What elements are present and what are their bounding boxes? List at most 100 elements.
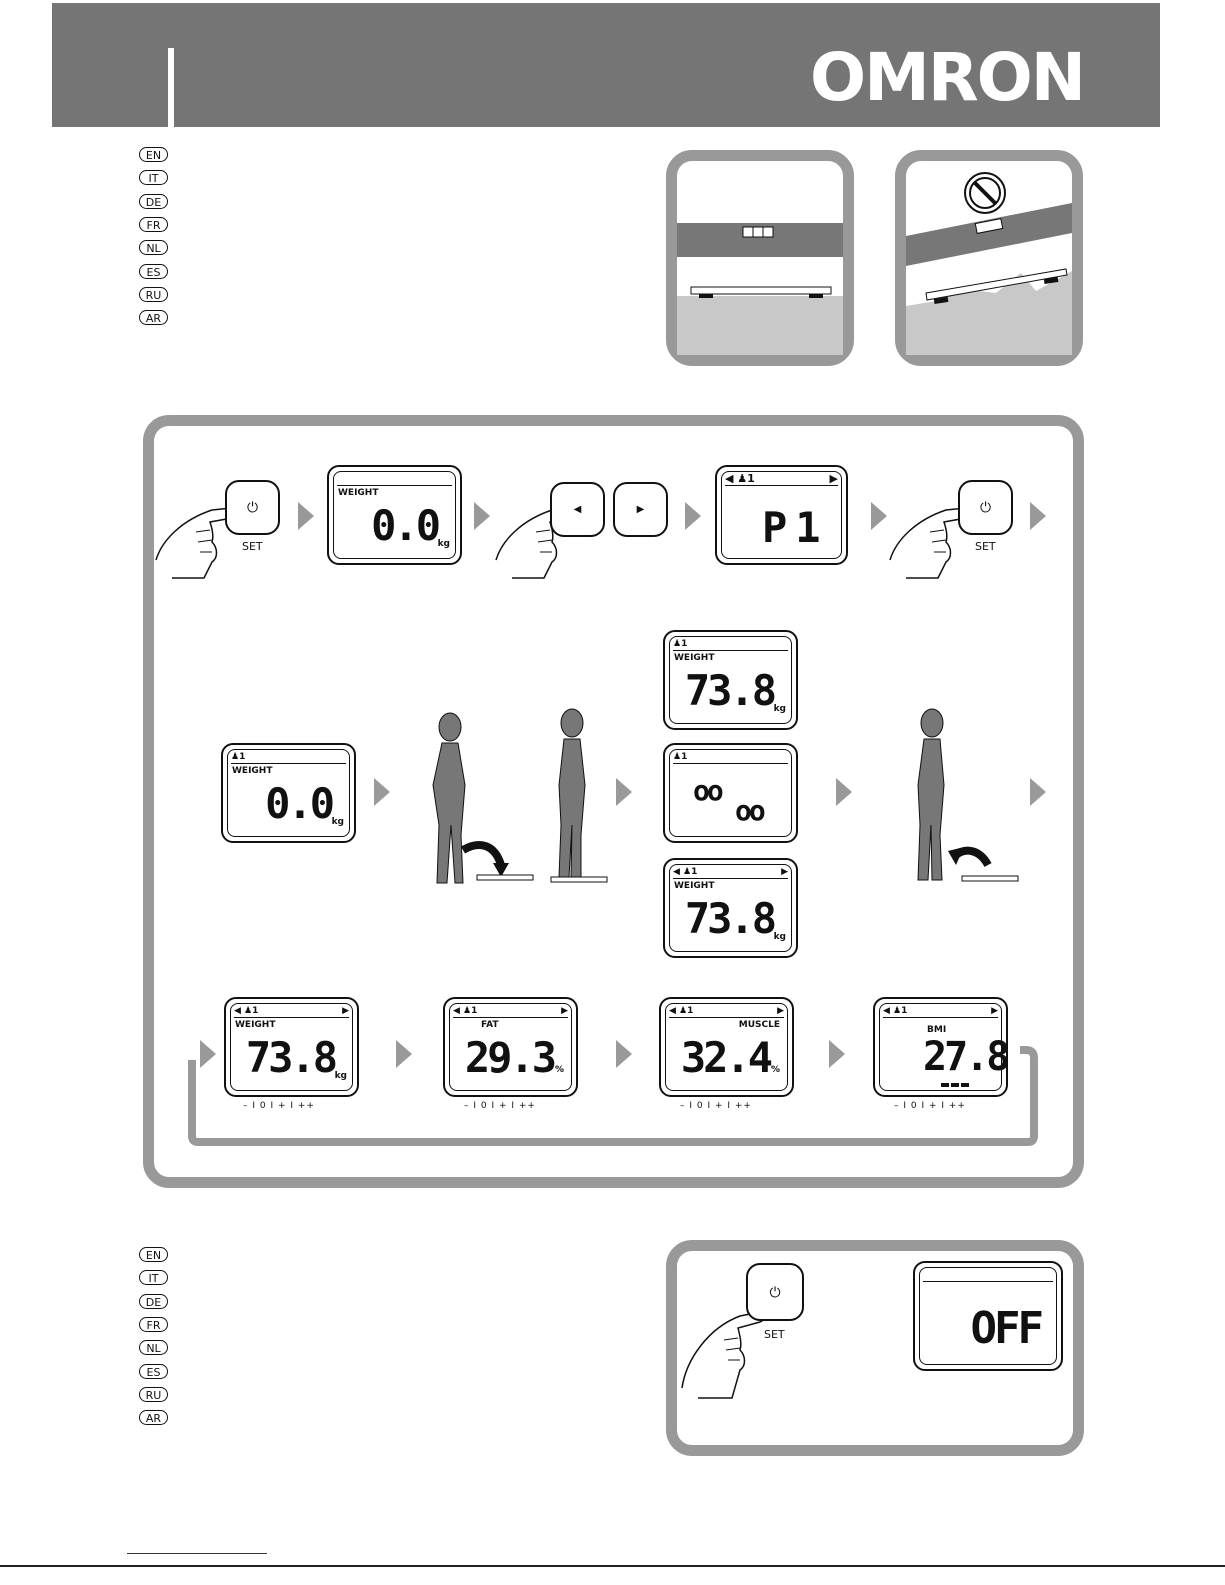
finger-press-set-1: [155, 507, 238, 579]
language-badge-fr: FR: [139, 216, 168, 232]
header-band: OMRON: [52, 3, 1160, 127]
lcd-top-line: ◀ ♟1 ▶: [725, 472, 838, 486]
lcd-result-muscle: ◀ ♟1▶ MUSCLE 32.4 %: [659, 997, 794, 1097]
language-badge-ar: AR: [139, 310, 168, 326]
left-arrow-button[interactable]: ◀: [550, 482, 605, 537]
lcd-top-line: ◀ ♟1 ▶: [673, 867, 788, 879]
lcd-unit: kg: [773, 932, 786, 942]
lcd-weight-flashing: ♟1 WEIGHT 73.8 kg: [663, 630, 798, 730]
lcd-unit: kg: [331, 817, 344, 827]
language-badge-nl: NL: [139, 1340, 168, 1356]
classification-scale: – I 0 I + I ++: [680, 1101, 752, 1111]
lcd-profile-p1: ◀ ♟1 ▶ P1: [715, 465, 848, 565]
language-badge-it: IT: [139, 170, 168, 186]
uneven-floor-panel: [895, 150, 1083, 366]
lcd-progress-a: oo: [693, 774, 724, 807]
classification-scale: – I 0 I + I ++: [894, 1101, 966, 1111]
level-floor-illustration: [677, 223, 843, 355]
set-power-button-off[interactable]: ⏻: [746, 1263, 804, 1321]
left-arrow-icon: ◀: [573, 504, 582, 515]
language-badge-ar: AR: [139, 1410, 168, 1426]
lcd-top-line: ◀ ♟1▶: [453, 1006, 568, 1018]
lcd-top-line: ◀ ♟1▶: [234, 1006, 349, 1018]
lcd-label: MUSCLE: [738, 1020, 780, 1030]
flow-arrow: [871, 502, 887, 530]
lcd-result-weight: ◀ ♟1▶ WEIGHT 73.8 kg: [224, 997, 359, 1097]
flow-arrow: [616, 778, 632, 806]
lcd-unit: kg: [334, 1071, 347, 1081]
language-badge-nl: NL: [139, 240, 168, 256]
lcd-value: 73.8: [684, 894, 777, 943]
uneven-floor-illustration: [906, 172, 1072, 355]
lcd-value: OFF: [970, 1303, 1045, 1354]
language-badge-de: DE: [139, 193, 168, 209]
lcd-top-line: ◀ ♟1▶: [669, 1006, 784, 1018]
language-badge-en: EN: [139, 147, 168, 162]
lcd-weight-start: ♟1 WEIGHT 0.0 kg: [221, 743, 356, 843]
right-arrow-button[interactable]: ▶: [613, 482, 668, 537]
header-divider: [168, 48, 174, 128]
lcd-value: 0.0: [371, 501, 441, 550]
power-icon: ⏻: [769, 1283, 781, 1300]
lcd-value: 73.8: [684, 666, 777, 715]
lcd-value: 27.8: [923, 1034, 1010, 1080]
lcd-top-line: ◀ ♟1▶: [883, 1006, 998, 1018]
lcd-top-line: ♟1: [673, 638, 788, 651]
lcd-value: 32.4: [680, 1033, 773, 1082]
lcd-unit: kg: [773, 704, 786, 714]
lcd-top-line: [337, 473, 452, 486]
set-label-1: SET: [242, 540, 263, 553]
lcd-label: WEIGHT: [674, 881, 715, 891]
lcd-result-fat: ◀ ♟1▶ FAT 29.3 %: [443, 997, 578, 1097]
language-badge-de: DE: [139, 1293, 168, 1309]
power-icon: ⏻: [246, 499, 259, 515]
lcd-measuring: ♟1 oo oo: [663, 743, 798, 843]
language-badge-ru: RU: [139, 1386, 168, 1402]
flow-arrow: [200, 1040, 216, 1068]
lcd-top-line: ♟1: [231, 751, 346, 764]
lcd-off: OFF: [913, 1261, 1063, 1371]
lcd-label: WEIGHT: [338, 488, 379, 498]
flow-arrow: [616, 1040, 632, 1068]
flow-arrow: [829, 1040, 845, 1068]
lcd-progress-b: oo: [735, 794, 766, 827]
lcd-top-line: ♟1: [673, 751, 788, 764]
lcd-label: FAT: [481, 1020, 499, 1030]
finger-press-off: [681, 1311, 766, 1399]
lcd-unit: %: [554, 1065, 564, 1075]
classification-scale: – I 0 I + I ++: [464, 1101, 536, 1111]
language-badge-fr: FR: [139, 1316, 168, 1332]
language-badge-es: ES: [139, 1363, 168, 1379]
lcd-label: WEIGHT: [674, 653, 715, 663]
language-badge-en: EN: [139, 1247, 168, 1262]
lcd-weight-result: ◀ ♟1 ▶ WEIGHT 73.8 kg: [663, 858, 798, 958]
flow-arrow: [474, 502, 490, 530]
set-label-off: SET: [764, 1328, 785, 1341]
lcd-label: WEIGHT: [232, 766, 273, 776]
set-label-2: SET: [975, 540, 996, 553]
cycle-loop-line: [188, 1046, 1038, 1146]
lcd-value: P1: [762, 503, 829, 552]
right-arrow-icon: ▶: [636, 504, 645, 515]
lcd-value: 29.3: [464, 1033, 557, 1082]
lcd-unit: kg: [437, 539, 450, 549]
lcd-label: WEIGHT: [235, 1020, 276, 1030]
flow-arrow: [298, 502, 314, 530]
flow-arrow: [1030, 502, 1046, 530]
level-floor-panel: [666, 150, 854, 366]
footer-link-line: [127, 1553, 267, 1554]
bmi-indicator-bars: [941, 1083, 969, 1091]
classification-scale: – I 0 I + I ++: [243, 1101, 315, 1111]
lcd-result-bmi: ◀ ♟1▶ BMI 27.8: [873, 997, 1010, 1097]
lcd-weight-zero: WEIGHT 0.0 kg: [327, 465, 462, 565]
language-badge-es: ES: [139, 263, 168, 279]
lcd-label: BMI: [927, 1025, 947, 1035]
set-power-button-2[interactable]: ⏻: [958, 480, 1013, 535]
flow-arrow: [1030, 778, 1046, 806]
set-power-button-1[interactable]: ⏻: [225, 480, 280, 535]
lcd-value: 73.8: [245, 1033, 338, 1082]
power-icon: ⏻: [979, 499, 992, 515]
omron-logo: OMRON: [810, 39, 1086, 116]
footer-rule: [0, 1565, 1225, 1567]
flow-arrow: [396, 1040, 412, 1068]
